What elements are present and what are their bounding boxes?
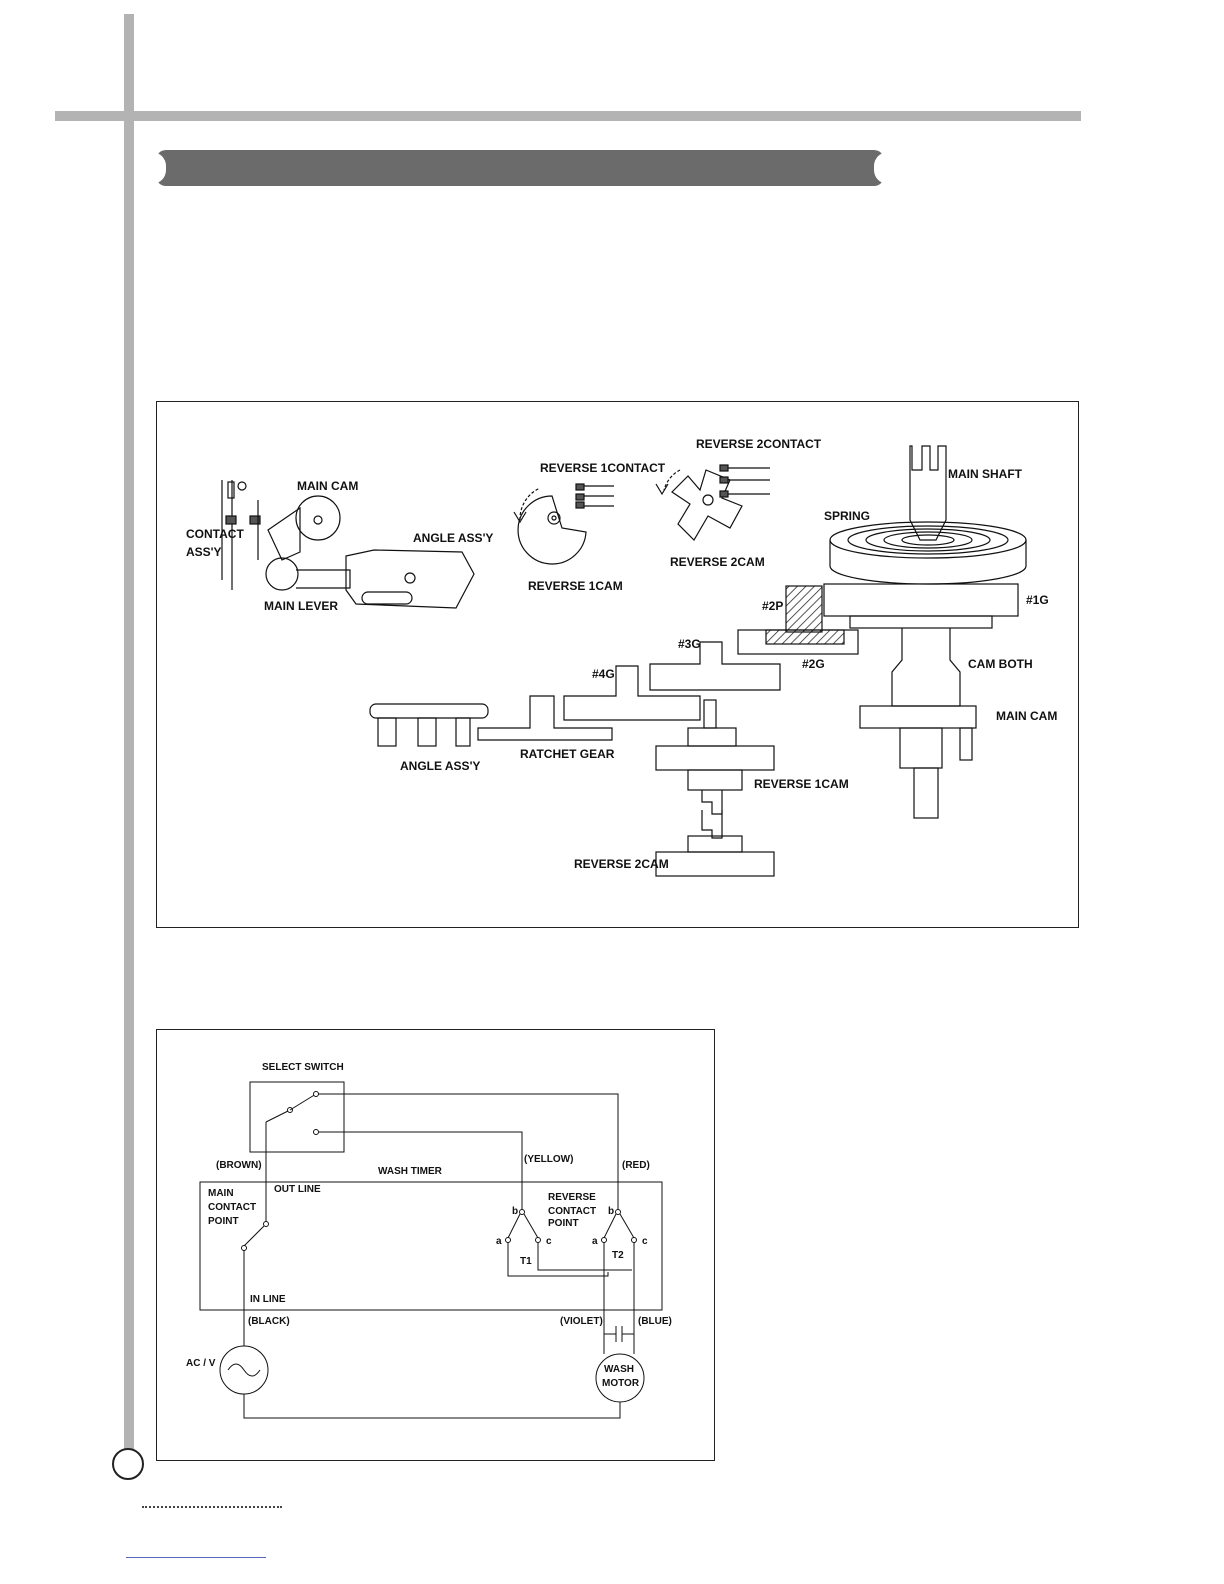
main-lever-part: [265, 549, 475, 609]
gear-3g-label: #3G: [678, 637, 701, 651]
contact-assy-label-1: CONTACT: [186, 527, 244, 541]
mechanism-diagram-frame: [156, 401, 1079, 928]
in-line-label: IN LINE: [250, 1294, 286, 1305]
footer-dotted-line: [142, 1506, 282, 1508]
reverse-2-cam-side-label: REVERSE 2CAM: [574, 857, 669, 871]
blue-wire-label: (BLUE): [638, 1316, 672, 1327]
main-cam-side-label: MAIN CAM: [996, 709, 1057, 723]
wash-motor-label-2: MOTOR: [602, 1378, 640, 1389]
circuit-diagram-frame: [156, 1029, 715, 1461]
reverse-1-cam-side-label: REVERSE 1CAM: [754, 777, 849, 791]
main-contact-label-3: POINT: [208, 1216, 239, 1227]
select-switch-box: [249, 1081, 345, 1153]
reverse-1-cam-part: [513, 483, 614, 565]
wash-motor-label-1: WASH: [604, 1364, 634, 1375]
gear-2g-label: #2G: [802, 657, 825, 671]
cam-both-label: CAM BOTH: [968, 657, 1033, 671]
reverse-contact-label-1: REVERSE: [548, 1192, 596, 1203]
t1-c-label: c: [546, 1236, 552, 1247]
section-title-band: [152, 150, 888, 186]
main-cam-label: MAIN CAM: [297, 479, 358, 493]
reverse-1-cam-label: REVERSE 1CAM: [528, 579, 623, 593]
left-vertical-bar: [124, 14, 134, 1476]
red-wire-label: (RED): [622, 1160, 650, 1171]
gear-1g-label: #1G: [1026, 593, 1049, 607]
ratchet-gear-label: RATCHET GEAR: [520, 747, 615, 761]
spring-label: SPRING: [824, 509, 870, 523]
t2-a-label: a: [592, 1236, 598, 1247]
t2-c-label: c: [642, 1236, 648, 1247]
t2-b-label: b: [608, 1206, 614, 1217]
select-switch-label: SELECT SWITCH: [262, 1062, 344, 1073]
bottom-rule: [126, 1557, 266, 1558]
reverse-contact-label-3: POINT: [548, 1218, 579, 1229]
violet-wire-label: (VIOLET): [560, 1316, 603, 1327]
angle-assy-side-label: ANGLE ASS'Y: [400, 759, 480, 773]
reverse-1-contact-label: REVERSE 1CONTACT: [540, 461, 666, 475]
t1-label: T1: [520, 1256, 532, 1267]
main-lever-label: MAIN LEVER: [264, 599, 338, 613]
wash-timer-box: [199, 1181, 663, 1311]
mechanism-diagram: CONTACT ASS'Y MAIN CAM ANGLE ASS'Y MAIN …: [186, 437, 1057, 877]
main-cam-part: [267, 495, 341, 561]
t1-b-label: b: [512, 1206, 518, 1217]
page-number-circle: [112, 1448, 144, 1480]
reverse-2-contact-label: REVERSE 2CONTACT: [696, 437, 822, 451]
out-line-label: OUT LINE: [274, 1184, 321, 1195]
brown-wire-label: (BROWN): [216, 1160, 262, 1171]
contact-assy-label-2: ASS'Y: [186, 545, 222, 559]
top-horizontal-bar: [55, 111, 1081, 121]
wash-timer-label: WASH TIMER: [378, 1166, 443, 1177]
reverse-2-cam-part: [655, 464, 770, 541]
yellow-wire-label: (YELLOW): [524, 1154, 573, 1165]
main-contact-label-1: MAIN: [208, 1188, 234, 1199]
main-contact-label-2: CONTACT: [208, 1202, 256, 1213]
main-shaft-label: MAIN SHAFT: [948, 467, 1023, 481]
gear-train: [369, 585, 859, 877]
black-wire-label: (BLACK): [248, 1316, 290, 1327]
t1-a-label: a: [496, 1236, 502, 1247]
circuit-diagram: SELECT SWITCH (BROWN) (YELLOW) (RED) WAS…: [186, 1062, 672, 1419]
contact-assembly: [221, 480, 261, 590]
reverse-contact-label-2: CONTACT: [548, 1206, 596, 1217]
reverse-2-cam-label: REVERSE 2CAM: [670, 555, 765, 569]
main-shaft-part: [823, 445, 1027, 819]
t2-label: T2: [612, 1250, 624, 1261]
gear-4g-label: #4G: [592, 667, 615, 681]
angle-assy-label: ANGLE ASS'Y: [413, 531, 493, 545]
gear-2p-label: #2P: [762, 599, 783, 613]
acv-label: AC / V: [186, 1358, 216, 1369]
